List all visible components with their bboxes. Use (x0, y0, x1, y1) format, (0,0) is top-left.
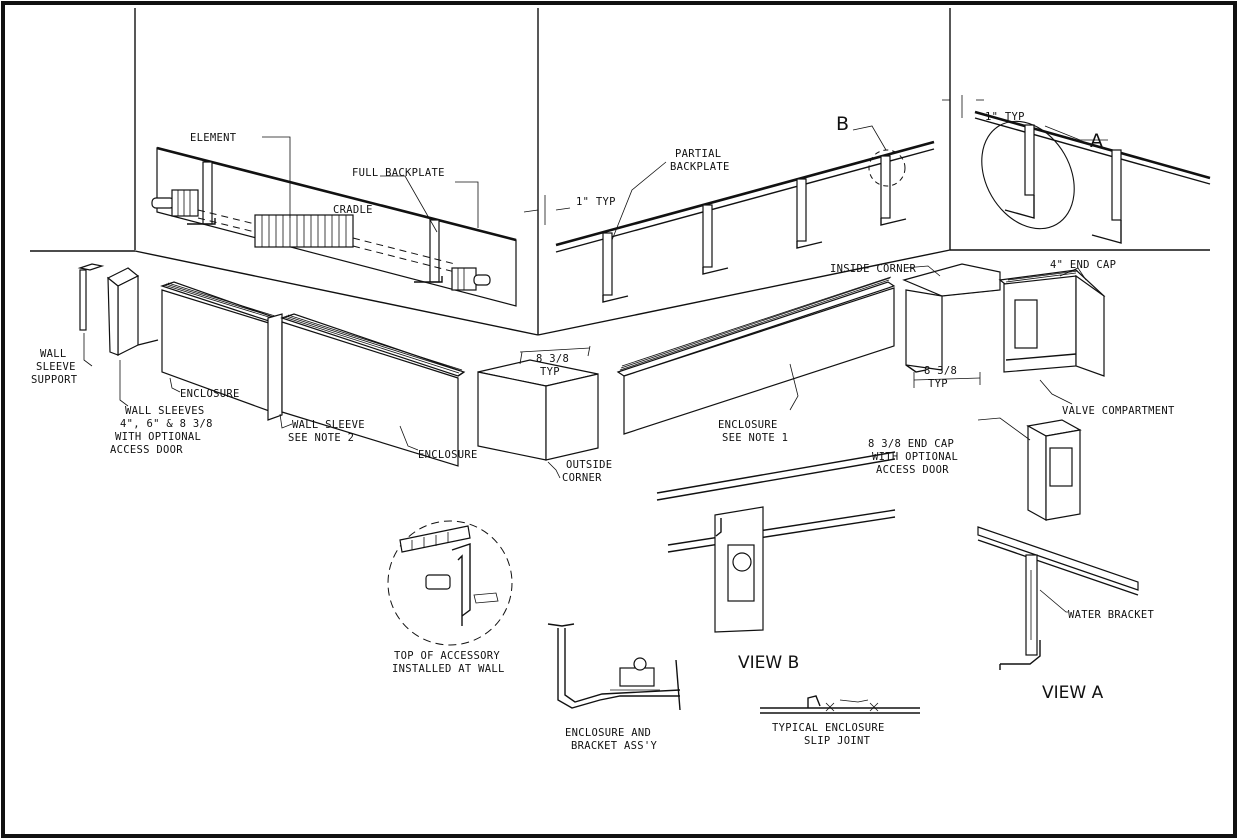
label-inside-corner: INSIDE CORNER (830, 263, 916, 275)
label-dim-inside-2: TYP (928, 378, 948, 390)
label-typ-1-right: 1" TYP (985, 111, 1025, 123)
label-top-accessory-2: INSTALLED AT WALL (392, 663, 505, 675)
label-view-a: VIEW A (1042, 683, 1104, 703)
partial-backplate-assembly (523, 125, 935, 303)
inside-corner-part (902, 263, 1001, 388)
label-full-backplate: FULL BACKPLATE (352, 167, 445, 179)
label-typ-1-mid: 1" TYP (576, 196, 616, 208)
label-wall-sleeves-1: WALL SLEEVES (125, 405, 204, 417)
enclosure-left-part (160, 281, 278, 413)
leader-enclosure-left (169, 377, 181, 393)
backplate-detail-a (942, 95, 1211, 244)
label-enclosure-right: ENCLOSURE (418, 449, 478, 461)
enclosure-bracket-assy (547, 623, 681, 711)
label-slip-joint-1: TYPICAL ENCLOSURE (772, 722, 885, 734)
end-cap-with-door-part (977, 417, 1082, 522)
label-outside-corner-1: OUTSIDE (566, 459, 612, 471)
label-enclosure-note-1: ENCLOSURE (718, 419, 778, 431)
label-wall-sleeves-3: WITH OPTIONAL (115, 431, 201, 443)
label-wall-sleeve-support-2: SLEEVE (36, 361, 76, 373)
label-top-accessory-1: TOP OF ACCESSORY (394, 650, 500, 662)
full-backplate-assembly (151, 136, 517, 307)
slip-joint-detail (760, 695, 920, 714)
label-end-cap-8-2: WITH OPTIONAL (872, 451, 958, 463)
room-walls (30, 8, 1210, 336)
label-element: ELEMENT (190, 132, 237, 144)
label-cradle: CRADLE (333, 204, 373, 216)
label-wall-sleeves-2: 4", 6" & 8 3/8 (120, 418, 213, 430)
label-wall-sleeve-note-1: WALL SLEEVE (292, 419, 365, 431)
label-wall-sleeve-support-3: SUPPORT (31, 374, 78, 386)
label-a-marker: A (1090, 130, 1105, 152)
label-view-b: VIEW B (738, 653, 799, 673)
label-dim-inside-1: 8 3/8 (924, 365, 957, 377)
enclosure-center-part (616, 276, 896, 435)
label-dim-outside-2: TYP (540, 366, 560, 378)
outside-corner-part (477, 345, 599, 479)
label-end-cap-8-3: ACCESS DOOR (876, 464, 949, 476)
wall-sleeve-support-part (77, 263, 105, 367)
label-wall-sleeve-support-1: WALL (40, 348, 67, 360)
label-wall-sleeve-note-2: SEE NOTE 2 (288, 432, 354, 444)
label-enclosure-left: ENCLOSURE (180, 388, 240, 400)
label-partial-backplate-1: PARTIAL (675, 148, 721, 160)
label-b-marker: B (836, 113, 851, 135)
label-enclosure-note-2: SEE NOTE 1 (722, 432, 788, 444)
label-enclosure-bracket-2: BRACKET ASS'Y (571, 740, 657, 752)
enclosure-right-part (280, 313, 466, 467)
label-partial-backplate-2: BACKPLATE (670, 161, 730, 173)
label-wall-sleeves-4: ACCESS DOOR (110, 444, 183, 456)
label-valve-compartment: VALVE COMPARTMENT (1062, 405, 1175, 417)
label-slip-joint-2: SLIP JOINT (804, 735, 871, 747)
valve-compartment-part (998, 267, 1106, 405)
leader-wall-sleeve (279, 413, 293, 429)
label-end-cap-8-1: 8 3/8 END CAP (868, 438, 954, 450)
top-accessory-detail (387, 520, 513, 646)
wall-sleeve-joint (267, 313, 283, 421)
label-water-bracket: WATER BRACKET (1068, 609, 1154, 621)
view-a-water-bracket (977, 526, 1139, 670)
wall-sleeves-part (106, 267, 159, 407)
label-end-cap-4: 4" END CAP (1050, 259, 1116, 271)
label-dim-outside-1: 8 3/8 (536, 353, 569, 365)
leader-enclosure-right (399, 425, 419, 451)
view-b-detail (656, 451, 896, 633)
label-outside-corner-2: CORNER (562, 472, 602, 484)
label-enclosure-bracket-1: ENCLOSURE AND (565, 727, 651, 739)
